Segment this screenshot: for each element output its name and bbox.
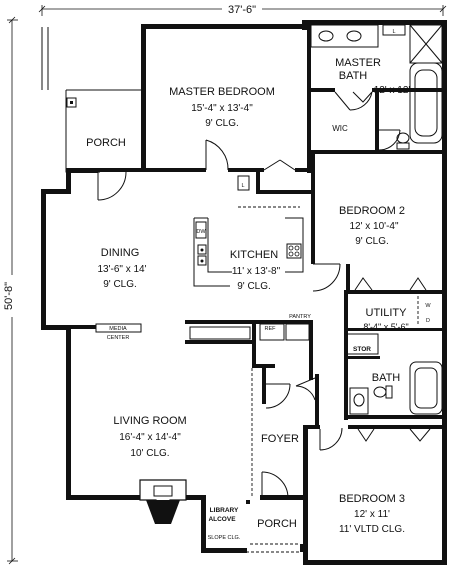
- utility-size: 8'-4" x 5'-6": [363, 322, 408, 332]
- bedroom3-ceiling: 11' VLTD CLG.: [339, 524, 405, 535]
- master-linen-label: L: [392, 29, 395, 35]
- library-name-2: ALCOVE: [208, 516, 236, 523]
- room-bedroom-3: BEDROOM 3 12' x 11' 11' VLTD CLG.: [339, 493, 405, 535]
- utility-name: UTILITY: [366, 307, 408, 319]
- master-bedroom-size: 15'-4" x 13'-4": [191, 103, 253, 114]
- utility-bath-fixtures: [345, 296, 443, 415]
- washer-label: W: [425, 303, 431, 309]
- bedroom2-name: BEDROOM 2: [339, 205, 405, 217]
- kitchen-name: KITCHEN: [230, 249, 278, 261]
- master-bath-name-2: BATH: [339, 70, 368, 82]
- master-bath-size: 12' x 12': [374, 85, 411, 96]
- master-bedroom-ceiling: 9' CLG.: [205, 118, 239, 129]
- bedroom2-size: 12' x 10'-4": [349, 221, 399, 232]
- wic-label: WIC: [332, 124, 348, 133]
- width-dimension: 37'-6": [228, 4, 256, 16]
- library-name-1: LIBRARY: [210, 507, 239, 514]
- room-kitchen: KITCHEN 11' x 13'-8" 9' CLG.: [230, 249, 281, 292]
- pantry-label: PANTRY: [289, 314, 311, 320]
- living-room-name: LIVING ROOM: [113, 415, 186, 427]
- dryer-label: D: [426, 318, 430, 324]
- bedroom3-name: BEDROOM 3: [339, 493, 405, 505]
- front-porch-name: PORCH: [257, 518, 297, 530]
- dishwasher-label: DW: [196, 229, 206, 235]
- living-room-ceiling: 10' CLG.: [130, 448, 169, 459]
- master-bath-name-1: MASTER: [335, 57, 381, 69]
- depth-dimension: 50'-8": [3, 282, 15, 310]
- foyer-name: FOYER: [261, 433, 299, 445]
- library-ceiling: SLOPE CLG.: [208, 535, 241, 541]
- room-master-bedroom: MASTER BEDROOM 15'-4" x 13'-4" 9' CLG.: [169, 86, 275, 129]
- front-porch: [206, 500, 300, 553]
- room-utility: UTILITY 8'-4" x 5'-6": [363, 307, 408, 332]
- media-center-label-1: MEDIA: [109, 326, 127, 332]
- room-bedroom-2: BEDROOM 2 12' x 10'-4" 9' CLG.: [339, 205, 405, 247]
- media-center-label-2: CENTER: [107, 335, 130, 341]
- refrigerator-label: REF: [265, 326, 277, 332]
- master-bedroom-name: MASTER BEDROOM: [169, 86, 275, 98]
- kitchen-size: 11' x 13'-8": [232, 266, 281, 277]
- doors: [97, 91, 431, 499]
- room-master-bath: MASTER BATH 12' x 12': [335, 57, 410, 96]
- rear-porch-name: PORCH: [86, 137, 126, 149]
- master-bath-fixtures: [310, 24, 443, 150]
- rear-porch: [41, 27, 143, 173]
- kitchen-counters: [189, 206, 310, 341]
- fireplace: [139, 479, 187, 524]
- dining-ceiling: 9' CLG.: [103, 279, 137, 290]
- room-living-room: LIVING ROOM 16'-4" x 14'-4" 10' CLG.: [113, 415, 186, 459]
- living-room-size: 16'-4" x 14'-4": [119, 432, 181, 443]
- hall-linen-label: L: [241, 183, 244, 189]
- kitchen-ceiling: 9' CLG.: [237, 281, 271, 292]
- dining-name: DINING: [101, 247, 140, 259]
- dining-size: 13'-6" x 14': [97, 264, 146, 275]
- room-dining: DINING 13'-6" x 14' 9' CLG.: [97, 247, 146, 290]
- storage-label: STOR: [353, 346, 371, 353]
- interior-walls: [71, 25, 442, 500]
- bath-name: BATH: [372, 372, 401, 384]
- bedroom3-size: 12' x 11': [354, 509, 390, 520]
- library-alcove: LIBRARY ALCOVE SLOPE CLG.: [208, 507, 241, 541]
- bedroom2-ceiling: 9' CLG.: [355, 236, 389, 247]
